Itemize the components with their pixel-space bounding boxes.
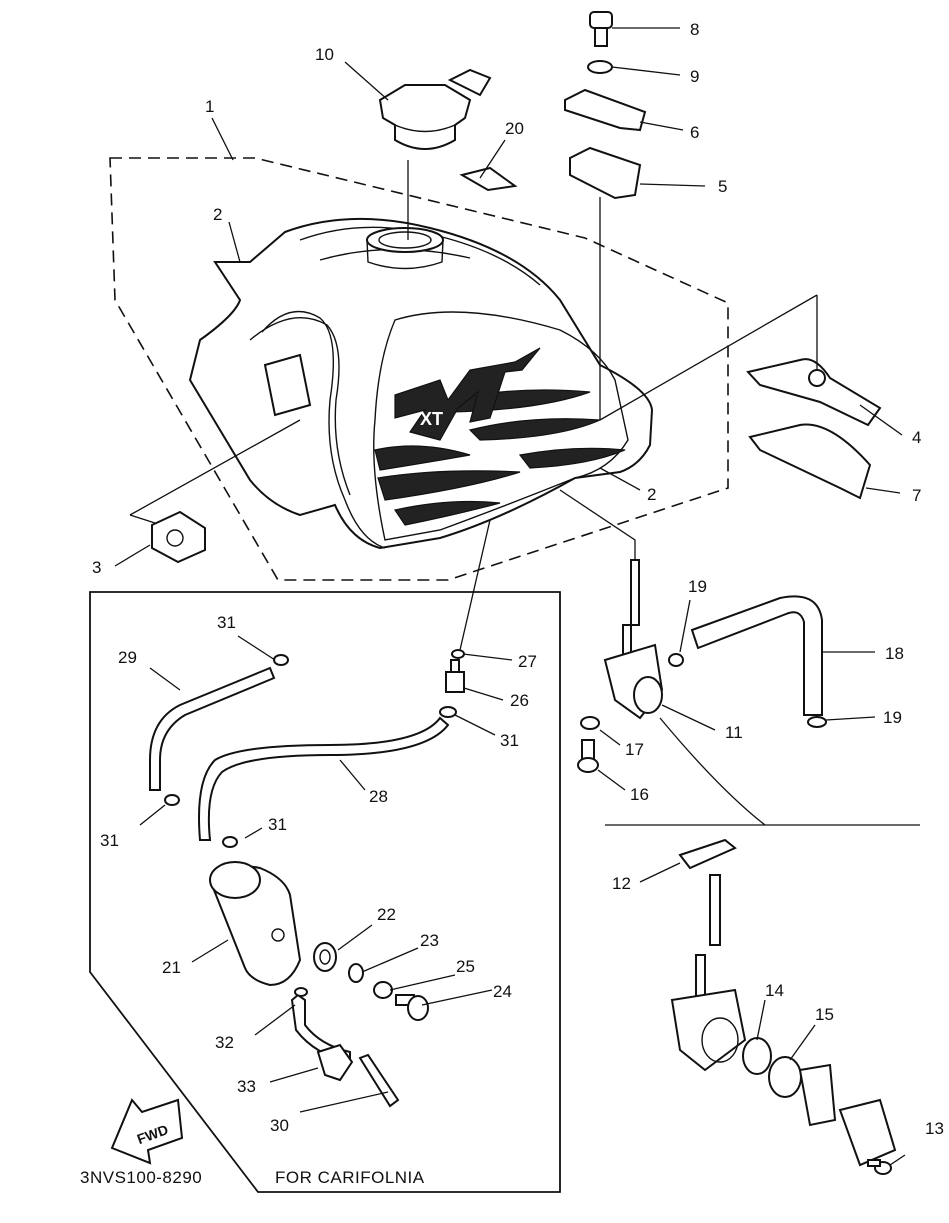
callout-2-right: 2 [647,485,656,504]
callout-31-left: 31 [100,831,119,850]
callout-30: 30 [270,1116,289,1135]
screw-13 [867,1159,892,1175]
callout-7: 7 [912,486,921,505]
fuel-cock-detail [670,838,897,1175]
tank-band-4 [746,358,882,427]
fuel-cap [378,68,492,150]
washer-27 [451,649,465,659]
fuel-cock-11 [603,559,664,720]
clip-31-canister [222,836,238,848]
filter-12 [678,838,737,870]
band-rubber-7 [748,423,872,500]
canister-21 [208,861,302,987]
callout-1: 1 [205,97,214,116]
callout-4: 4 [912,428,921,447]
callout-13: 13 [925,1119,944,1138]
clip-31-fitting [439,706,457,718]
callout-19-right: 19 [883,708,902,727]
callout-19-top: 19 [688,577,707,596]
callout-31-fitting: 31 [500,731,519,750]
tank-assembly-outline [109,157,729,581]
clamp-33 [316,1043,354,1082]
callout-9: 9 [690,67,699,86]
callout-33: 33 [237,1077,256,1096]
california-inset-frame [89,591,561,1193]
callout-11: 11 [725,723,743,742]
washer-25 [373,981,393,999]
collar-23 [348,963,364,983]
tank-logo: XT [394,347,541,441]
leader-lines [114,27,906,1166]
callout-31-top: 31 [217,613,236,632]
callout-17: 17 [625,740,644,759]
forward-arrow: FWD [110,1098,184,1165]
callout-18: 18 [885,644,904,663]
callout-26: 26 [510,691,529,710]
callout-6: 6 [690,123,699,142]
clip-31-top [273,654,289,666]
callout-22: 22 [377,905,396,924]
callout-10: 10 [315,45,334,64]
clip-19b [807,716,827,728]
callout-28: 28 [369,787,388,806]
callout-labels: 1 2 2 3 4 5 6 7 8 9 10 11 12 13 14 15 16… [92,20,944,1138]
callout-2-top: 2 [213,205,222,224]
callout-25: 25 [456,957,475,976]
drawing-code: 3NVS100-8290 [80,1168,202,1187]
callout-5: 5 [718,177,727,196]
callout-20: 20 [505,119,524,138]
hose-30 [358,1053,400,1108]
callout-21: 21 [162,958,181,977]
o-ring-15 [768,1056,802,1098]
emblem-decal [459,166,518,192]
bolt-24 [395,994,429,1021]
washer-9 [587,60,613,74]
callout-3: 3 [92,558,101,577]
fitting-26 [445,659,465,693]
screw-16 [577,739,599,773]
bolt-8 [589,11,613,47]
o-ring-17 [580,716,600,730]
callout-8: 8 [690,20,699,39]
callout-12: 12 [612,874,631,893]
fuel-tank: XT [188,217,654,550]
hose-28 [198,716,450,841]
callout-29: 29 [118,648,137,667]
tank-logo-text: XT [420,409,443,429]
callout-31-canister: 31 [268,815,287,834]
callout-27: 27 [518,652,537,671]
fuel-hose-18 [690,595,823,716]
clip-19a [668,653,684,667]
plate-6 [564,88,647,132]
callout-24: 24 [493,982,512,1001]
cover-plate [838,1098,897,1167]
callout-32: 32 [215,1033,234,1052]
callout-14: 14 [765,981,784,1000]
hose-29 [149,666,276,791]
grommet-22 [313,942,337,972]
gasket-14 [742,1037,772,1075]
callout-16: 16 [630,785,649,804]
inset-caption: FOR CARIFOLNIA [275,1168,425,1187]
damper-3 [151,510,206,564]
clip-31-left [164,794,180,806]
callout-15: 15 [815,1005,834,1024]
damper-5 [569,146,642,200]
callout-23: 23 [420,931,439,950]
